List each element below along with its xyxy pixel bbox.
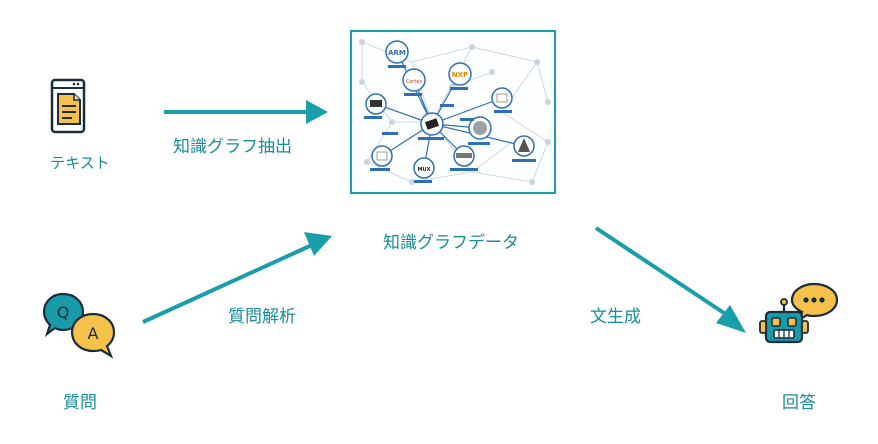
question-node: Q A	[42, 288, 119, 364]
answer-label: 回答	[782, 393, 816, 413]
edge-label-parse: 質問解析	[228, 307, 296, 327]
graph-badge-cortex: Cortex	[406, 79, 423, 85]
qa-bubbles-icon: Q A	[42, 292, 116, 359]
edge-label-generate: 文生成	[590, 307, 641, 327]
robot-icon	[759, 282, 839, 344]
answer-node	[756, 282, 840, 366]
question-label: 質問	[63, 393, 97, 413]
graph-badge-nxp: NXP	[452, 71, 468, 79]
knowledge-graph-image: ARM Cortex NXP MUX	[350, 30, 556, 194]
document-icon	[50, 78, 86, 134]
knowledge-graph-picture: ARM Cortex NXP MUX	[359, 39, 551, 185]
edge-label-extract: 知識グラフ抽出	[173, 137, 292, 157]
arrow-parse	[142, 232, 332, 324]
knowledge-graph-label: 知識グラフデータ	[383, 233, 519, 253]
qa-letter-a: A	[88, 324, 99, 343]
arrow-generate	[594, 226, 746, 333]
text-document-label: テキスト	[50, 154, 110, 172]
text-document-node	[50, 78, 90, 142]
arrow-extract	[164, 100, 328, 124]
graph-badge-arm: ARM	[388, 49, 406, 57]
qa-letter-q: Q	[57, 303, 70, 322]
graph-badge-mux: MUX	[418, 167, 431, 173]
